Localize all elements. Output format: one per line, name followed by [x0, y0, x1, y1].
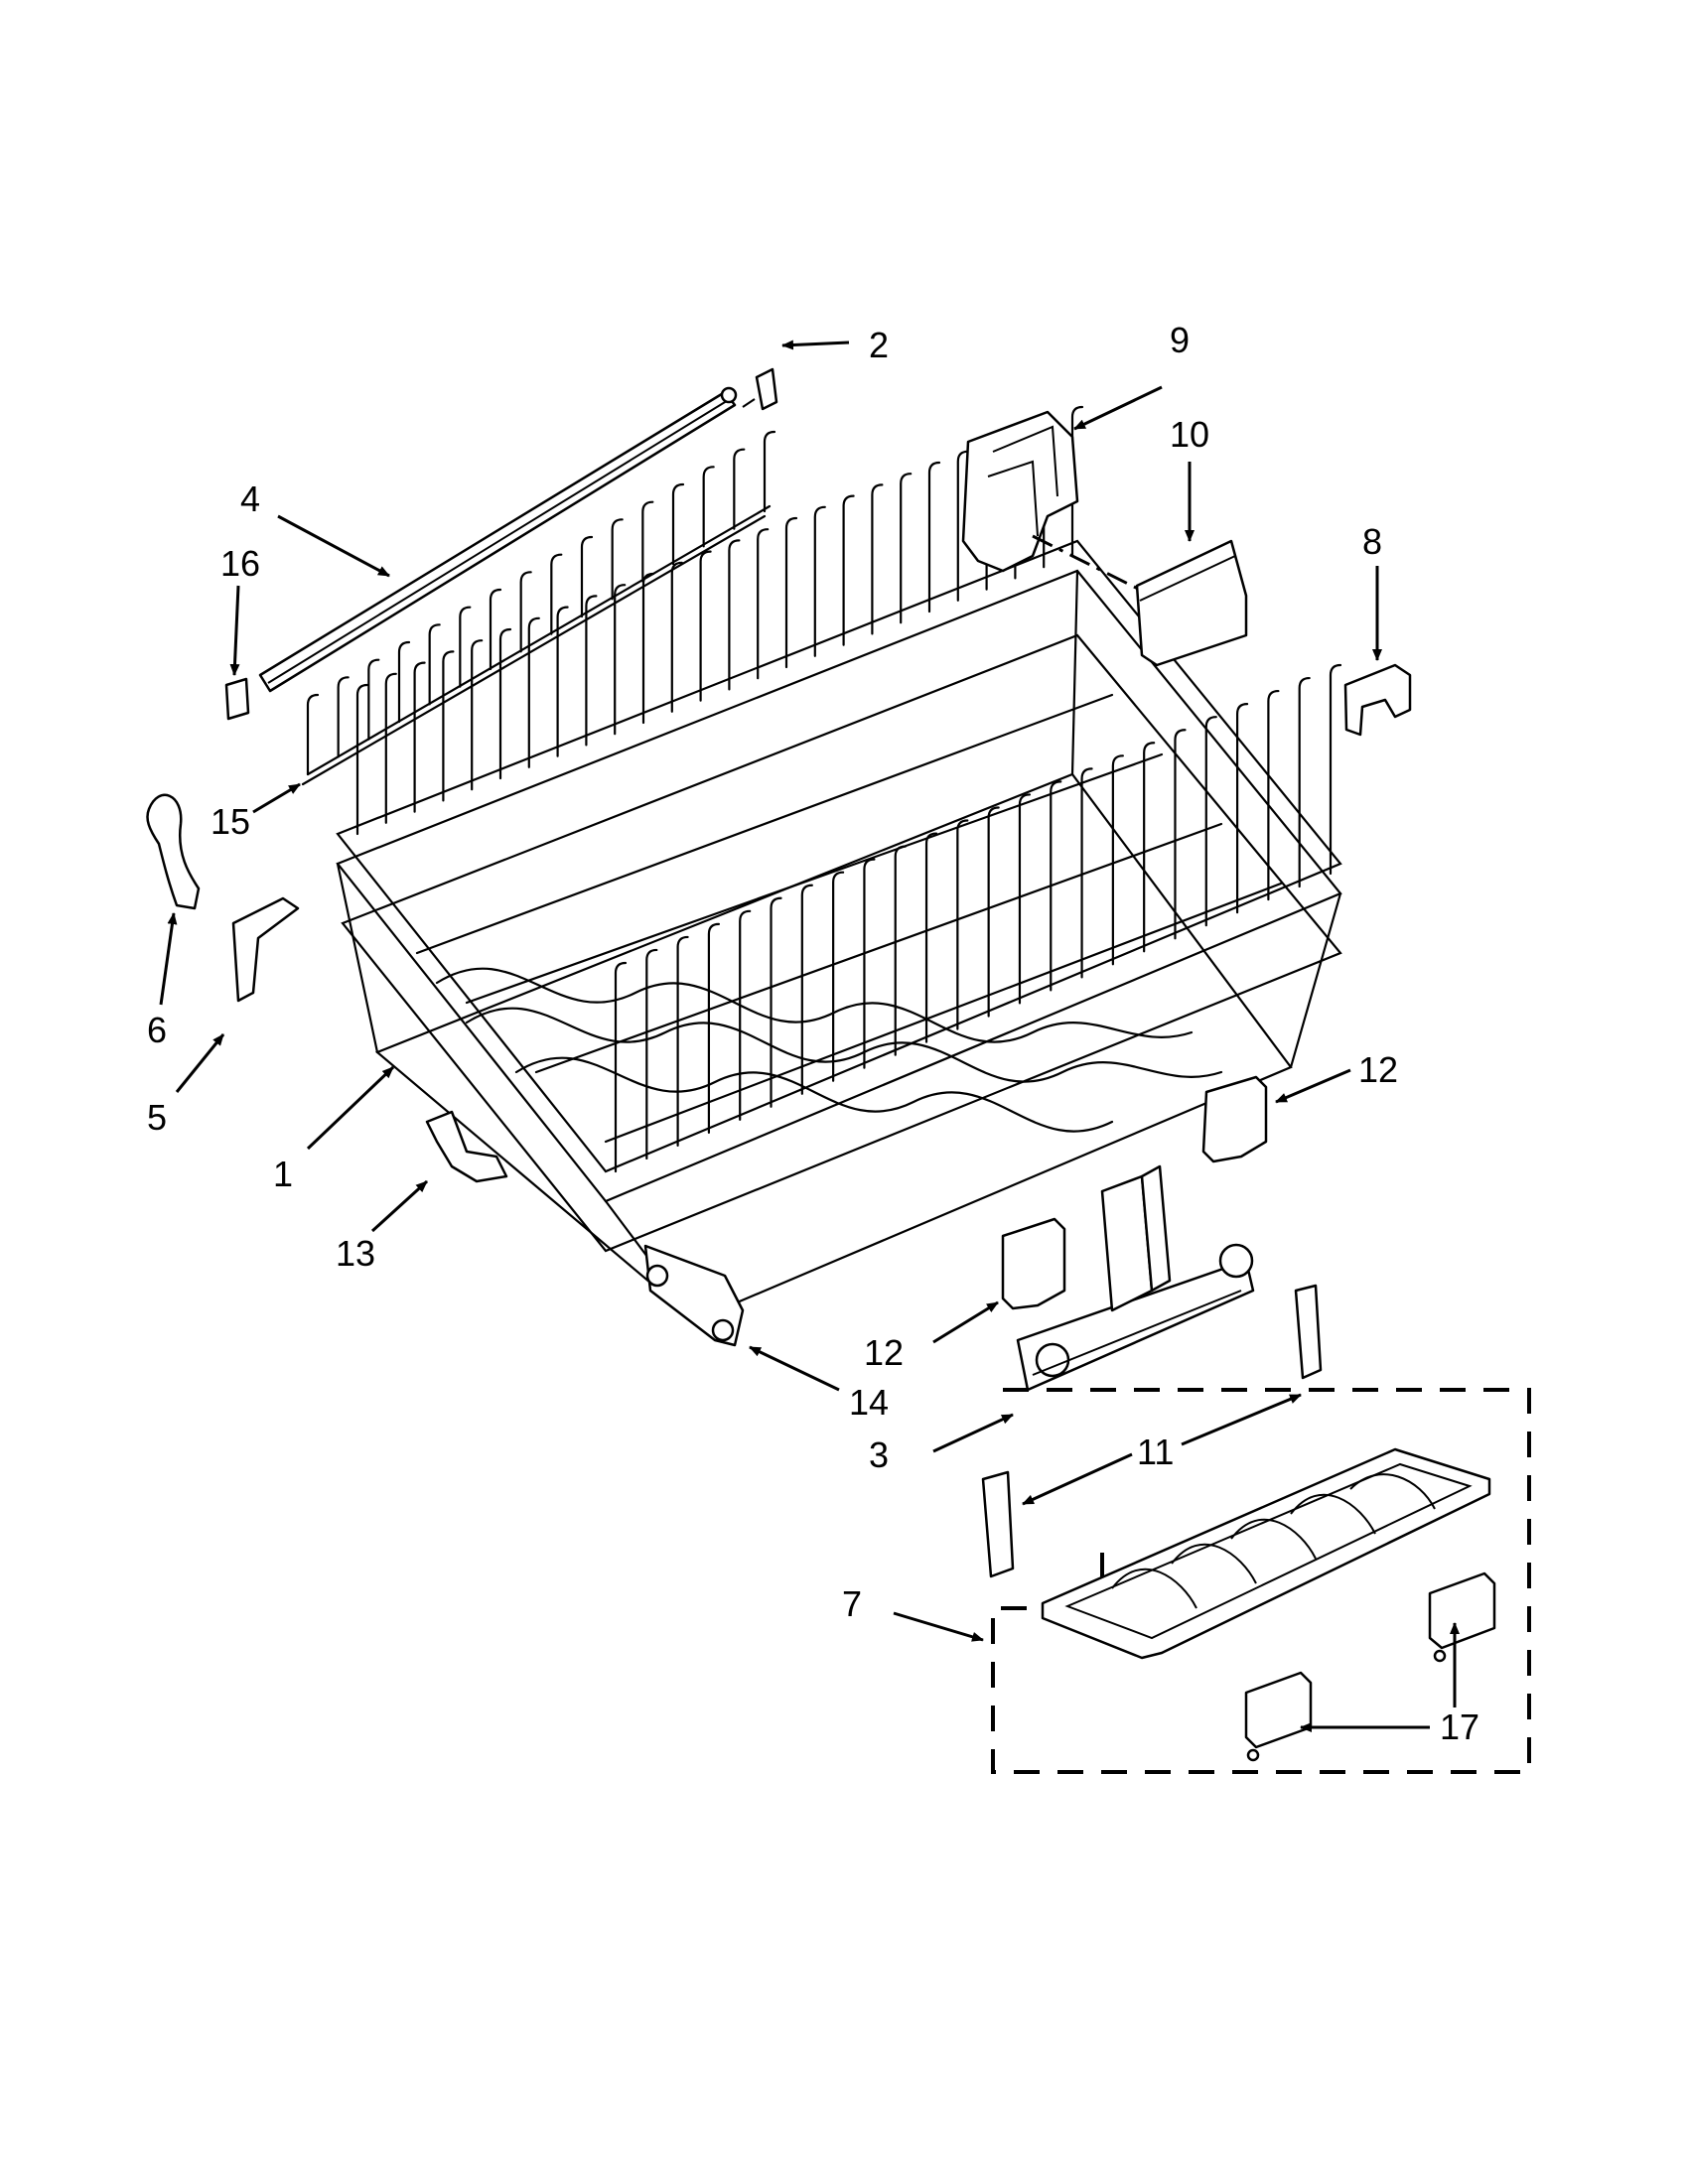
part-12-clip-right: [1201, 1075, 1268, 1163]
part-11-guide-left: [981, 1470, 1015, 1578]
callout-5: 5: [147, 1097, 167, 1138]
callout-4: 4: [240, 478, 260, 519]
part-9-housing: [961, 410, 1079, 573]
callout-8: 8: [1362, 521, 1382, 562]
part-12-clip-left: [1001, 1217, 1066, 1310]
callout-13: 13: [336, 1233, 375, 1274]
callout-15: 15: [211, 801, 250, 842]
callout-17: 17: [1440, 1706, 1479, 1747]
part-7-tray: [1041, 1447, 1491, 1660]
part-2-clip: [742, 367, 778, 411]
part-10-insert: [1135, 539, 1248, 667]
part-17-clip-left: [1244, 1671, 1313, 1762]
part-14-adjuster: [643, 1244, 745, 1347]
callout-16: 16: [220, 543, 260, 584]
callout-14: 14: [849, 1382, 889, 1423]
callout-12a: 12: [1358, 1049, 1398, 1090]
callout-9: 9: [1170, 320, 1190, 360]
callout-11: 11: [1137, 1432, 1174, 1472]
part-5-bracket: [231, 896, 300, 1003]
callout-labels: 2 9 10 4 16 8 15 6 5 1 12 13 12 14 3 11 …: [147, 320, 1479, 1747]
part-13-clip: [425, 1110, 508, 1183]
part-3-adjuster-assembly: [1016, 1164, 1255, 1392]
callout-3: 3: [869, 1434, 889, 1475]
callout-6: 6: [147, 1010, 167, 1050]
callout-10: 10: [1170, 414, 1209, 455]
part-17-clip-right: [1428, 1571, 1496, 1663]
part-4-rail: [258, 386, 738, 693]
leader-lines: [159, 340, 1460, 1732]
upper-rack: [336, 405, 1342, 1322]
callout-7: 7: [842, 1583, 862, 1624]
callout-1: 1: [273, 1154, 293, 1194]
part-11-guide-right: [1294, 1284, 1323, 1380]
callout-2: 2: [869, 325, 889, 365]
part-15-tine-row: [301, 430, 776, 786]
part-16-end-cap: [224, 677, 250, 721]
callout-12b: 12: [864, 1332, 904, 1373]
part-8-clip: [1343, 663, 1412, 737]
part-6-handle: [146, 793, 201, 910]
